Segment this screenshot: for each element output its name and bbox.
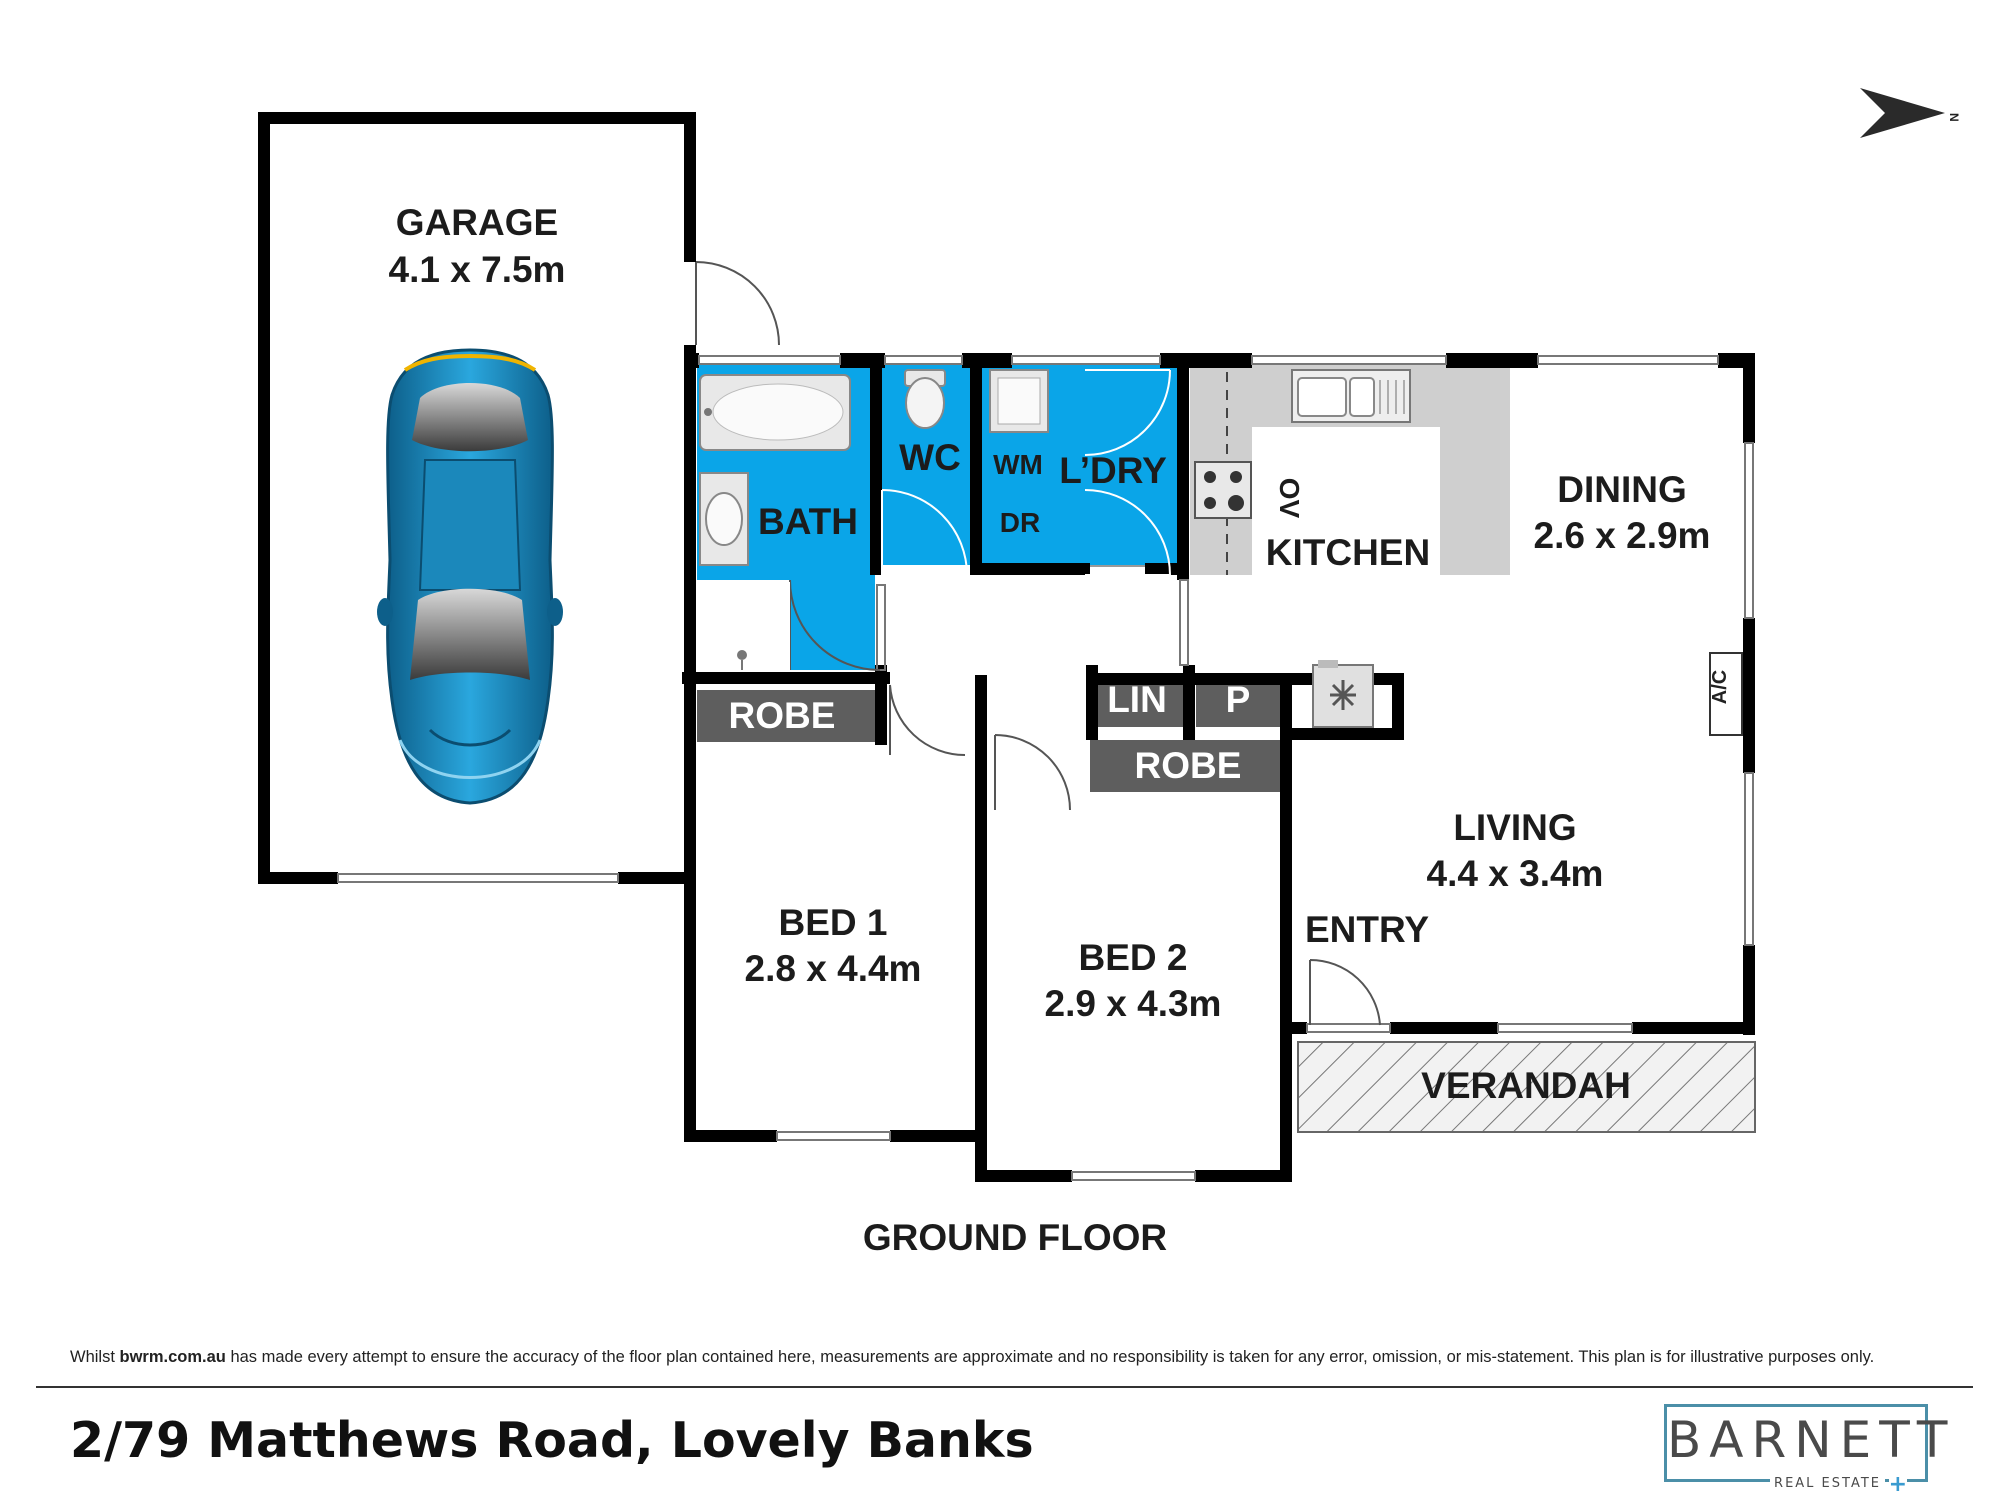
dr-label: DR — [1000, 507, 1040, 538]
bed-2-size: 2.9 x 4.3m — [1045, 983, 1222, 1024]
living-size: 4.4 x 3.4m — [1427, 853, 1604, 894]
garage-size: 4.1 x 7.5m — [389, 249, 566, 290]
bathtub-icon — [699, 374, 851, 451]
robe-2-label: ROBE — [1135, 745, 1242, 786]
basin-icon — [699, 472, 749, 566]
dining-size: 2.6 x 2.9m — [1534, 515, 1711, 556]
cooktop-icon — [1194, 461, 1252, 519]
laundry-label: L’DRY — [1059, 450, 1167, 491]
logo-name: BARNETT — [1667, 1411, 1956, 1469]
bed-1-size: 2.8 x 4.4m — [745, 948, 922, 989]
linen-label: LIN — [1107, 679, 1167, 720]
pantry-label: P — [1226, 679, 1251, 720]
footer-divider — [36, 1386, 1973, 1388]
garage-label: GARAGE — [396, 202, 558, 243]
entry-label: ENTRY — [1305, 909, 1429, 950]
wm-label: WM — [993, 449, 1043, 480]
verandah-label: VERANDAH — [1421, 1065, 1631, 1106]
robe-1-cupboard — [697, 690, 882, 742]
doors — [695, 261, 1381, 1026]
verandah-area — [1297, 1041, 1756, 1133]
laundry-tub-icon — [989, 369, 1049, 433]
car-icon — [377, 348, 563, 805]
property-address: 2/79 Matthews Road, Lovely Banks — [70, 1412, 1034, 1469]
disclaimer-text: Whilst bwrm.com.au has made every attemp… — [70, 1348, 1950, 1367]
kitchen-label: KITCHEN — [1266, 532, 1430, 573]
ac-label: A/C — [1709, 670, 1731, 704]
windows — [337, 355, 1754, 1181]
ac-unit — [1709, 652, 1743, 736]
compass-label: N — [1947, 113, 1961, 122]
robe-1-label: ROBE — [729, 695, 836, 736]
logo-tagline: REAL ESTATE — [1770, 1476, 1885, 1491]
heater-icon — [1312, 660, 1374, 728]
north-arrow-icon: N — [1860, 88, 1961, 138]
bed-1-label: BED 1 — [779, 902, 888, 943]
bath-label: BATH — [758, 501, 858, 542]
dining-label: DINING — [1557, 469, 1687, 510]
barnett-logo: BARNETT REAL ESTATE + — [1664, 1404, 1956, 1496]
robe-2-cupboard — [1090, 740, 1280, 792]
toilet-icon — [904, 369, 946, 429]
floor-label: GROUND FLOOR — [863, 1217, 1167, 1258]
shower-area — [697, 582, 790, 670]
disclaimer-body: has made every attempt to ensure the acc… — [225, 1348, 1875, 1366]
disclaimer-prefix: Whilst — [70, 1348, 120, 1366]
wc-label: WC — [899, 437, 961, 478]
disclaimer-site: bwrm.com.au — [119, 1348, 226, 1366]
sink-icon — [1291, 369, 1411, 423]
living-label: LIVING — [1453, 807, 1576, 848]
logo-plus-icon: + — [1888, 1472, 1907, 1497]
oven-label: OV — [1274, 478, 1305, 519]
bed-2-label: BED 2 — [1079, 937, 1188, 978]
